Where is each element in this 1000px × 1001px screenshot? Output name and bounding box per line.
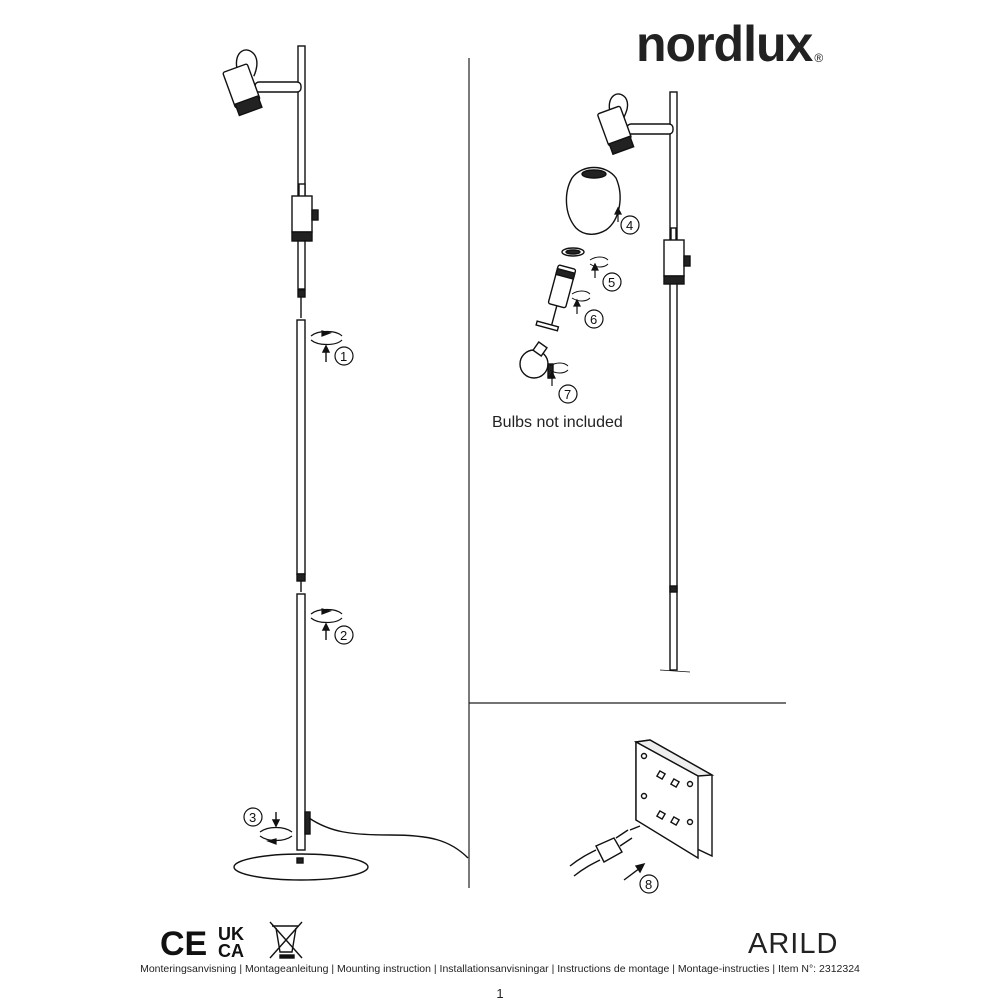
step-5-label: 5 (608, 275, 615, 290)
step-2-circle (334, 625, 354, 645)
step-1-label: 1 (340, 349, 347, 364)
ce-mark: CE (160, 925, 207, 963)
bulbs-not-included-note: Bulbs not included (492, 414, 623, 431)
product-name: ARILD (748, 928, 839, 960)
step-2-label: 2 (340, 628, 347, 643)
wall-socket-drawing (633, 739, 715, 860)
plug-drawing (569, 825, 641, 877)
step-5-circle (602, 272, 622, 292)
step-8-circle (639, 874, 659, 894)
step-1-circle (334, 346, 354, 366)
step-3-label: 3 (249, 810, 256, 825)
rotate-icon (259, 330, 343, 845)
lamp-detail-drawing (519, 91, 691, 673)
floor-lamp-drawing (222, 45, 469, 881)
brand-logo: nordlux® (636, 14, 823, 74)
crossed-out-bin-icon (269, 921, 303, 959)
step-6-circle (584, 309, 604, 329)
rotate-icon (549, 256, 609, 374)
up-arrow-icon (548, 206, 622, 386)
step-7-circle (558, 384, 578, 404)
brand-name: nordlux (636, 16, 813, 72)
step-6-label: 6 (590, 312, 597, 327)
footer-instructions: Monteringsanvisning | Montageanleitung |… (140, 963, 860, 975)
push-arrow-icon (623, 862, 646, 881)
step-8-label: 8 (645, 877, 652, 892)
step-7-label: 7 (564, 387, 571, 402)
step-3-circle (243, 807, 263, 827)
registered-mark: ® (814, 51, 823, 65)
step-4-circle (620, 215, 640, 235)
step-4-label: 4 (626, 218, 633, 233)
up-arrow-icon (271, 344, 331, 828)
ukca-mark-bottom: CA (218, 941, 244, 961)
page-number: 1 (496, 986, 504, 1001)
ukca-mark-top: UK (218, 924, 244, 944)
